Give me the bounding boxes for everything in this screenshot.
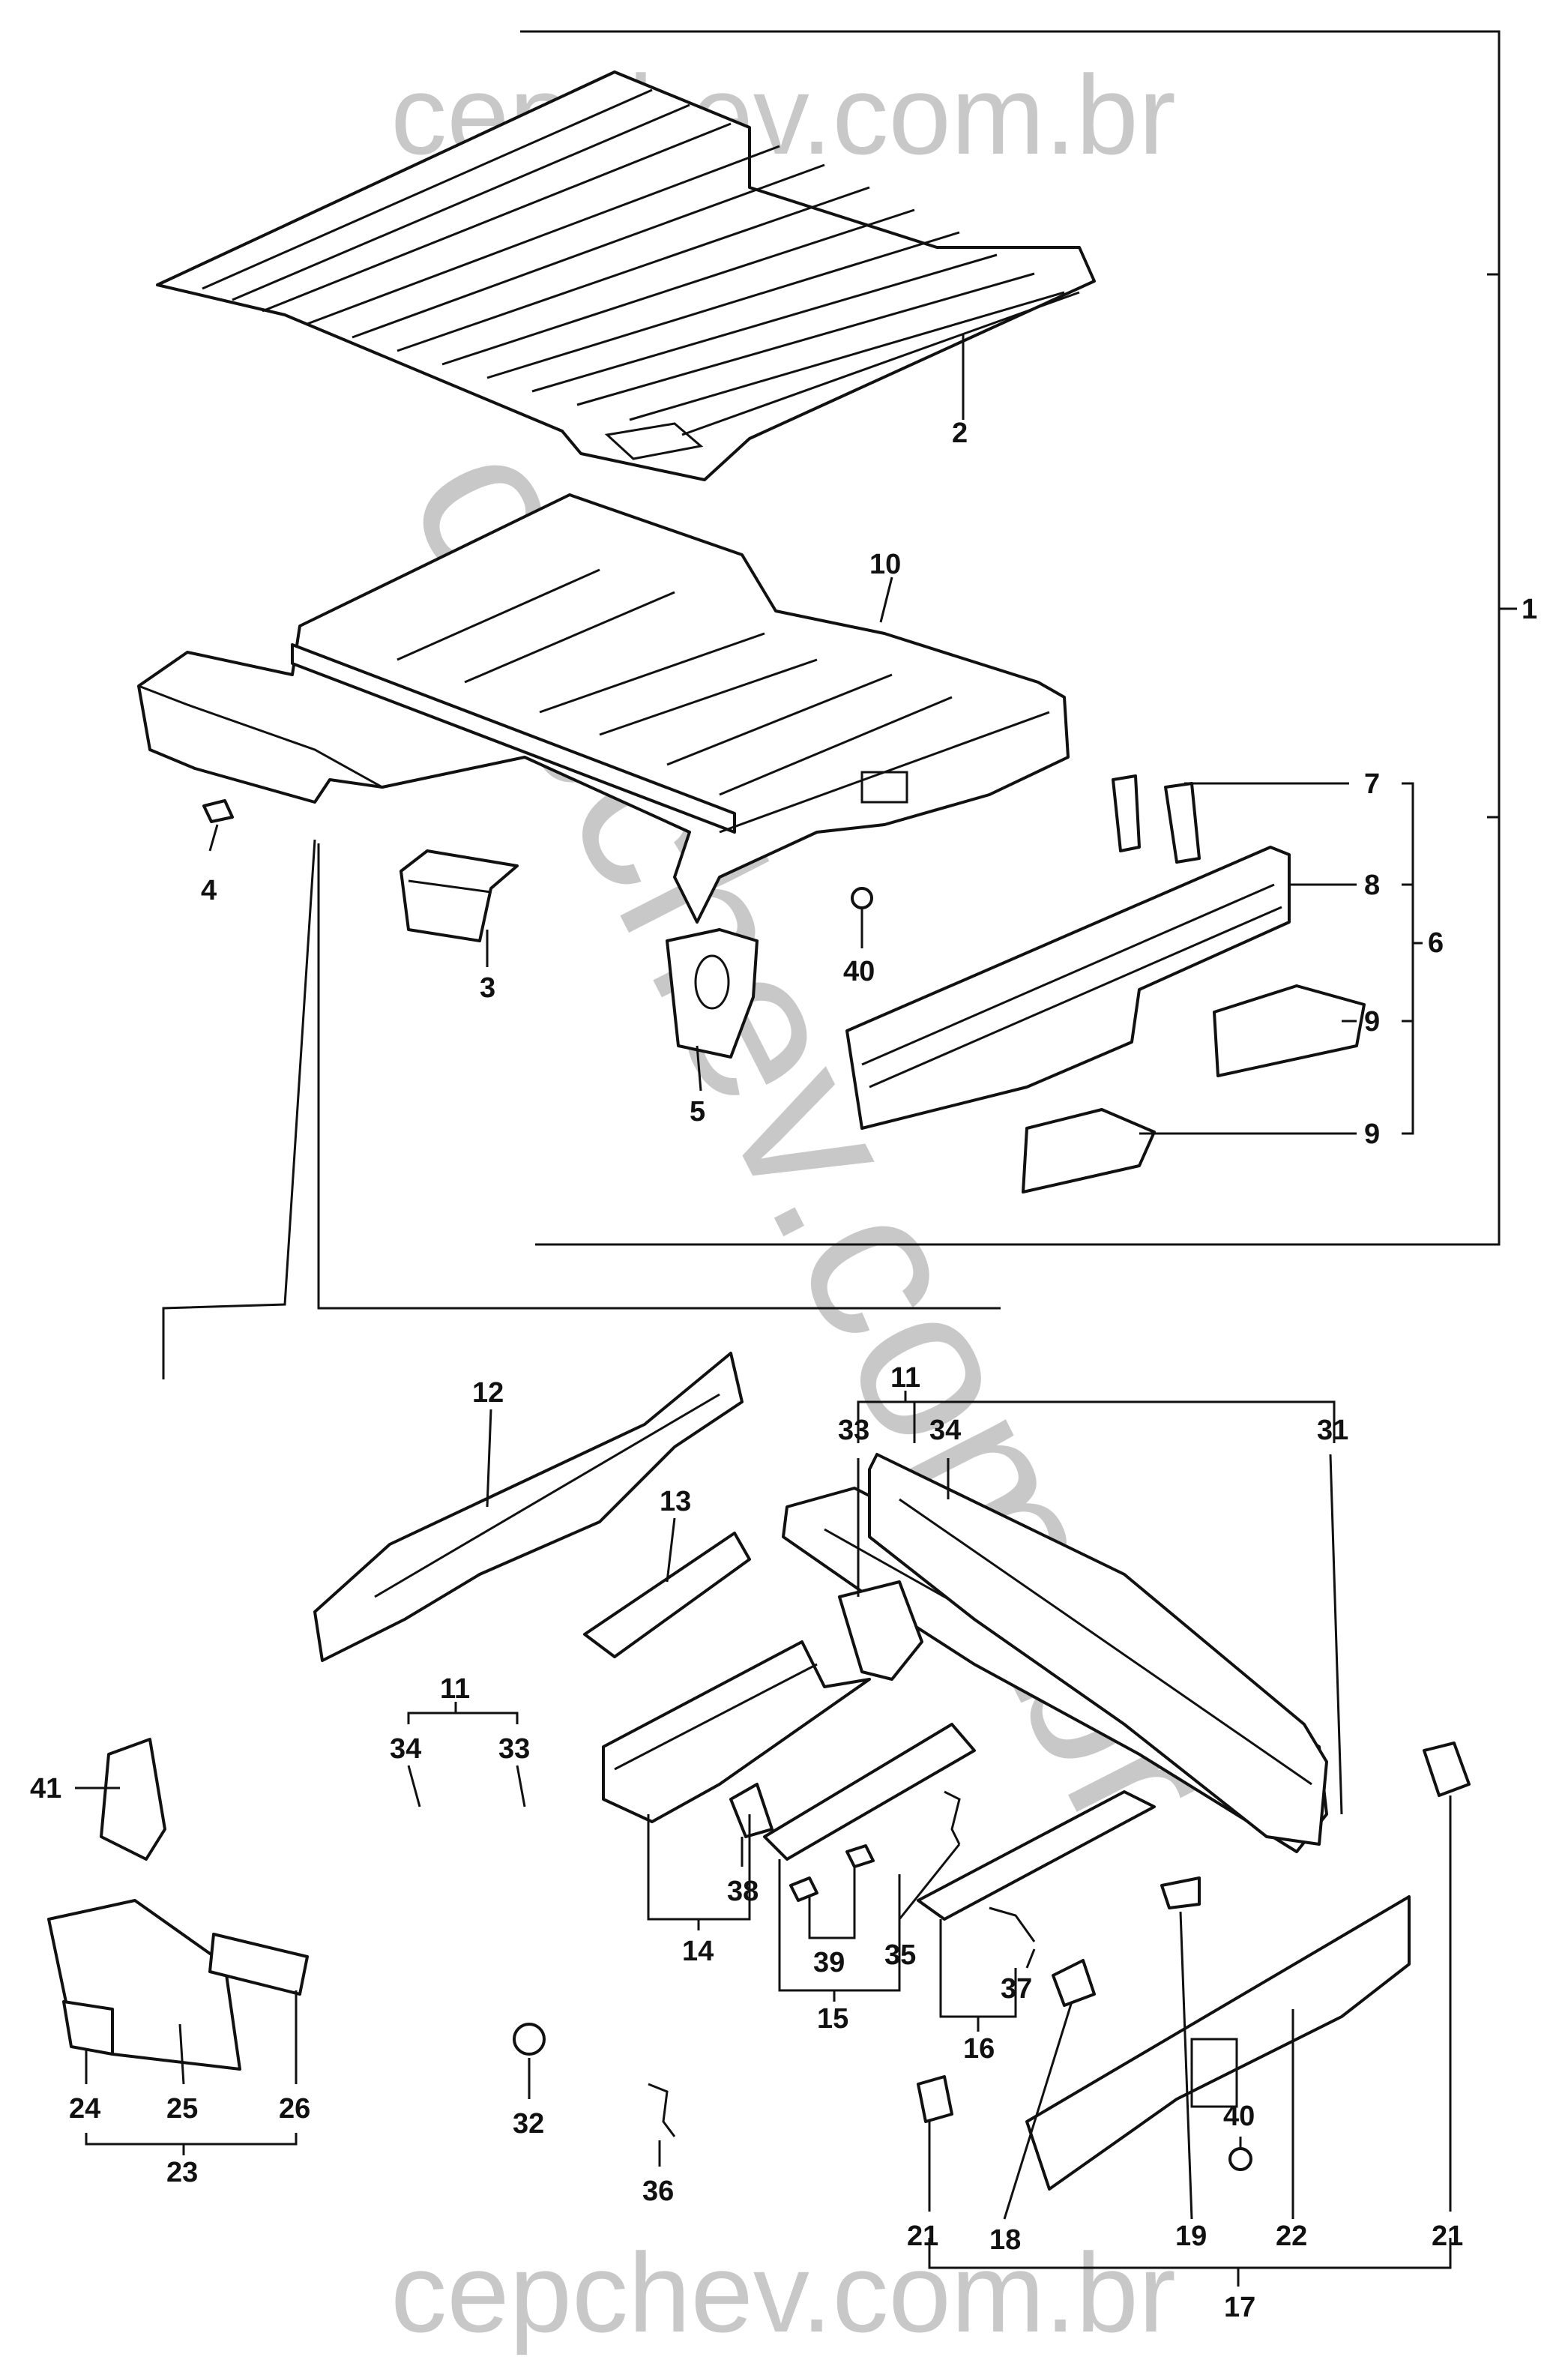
callout-33a: 33	[838, 1415, 869, 1446]
callout-10: 10	[869, 549, 901, 580]
part-15-rail	[763, 1723, 976, 1861]
bracket-11b	[407, 1712, 519, 1724]
callout-31: 31	[1317, 1415, 1348, 1446]
callout-24: 24	[69, 2093, 100, 2125]
part-19-clip	[1160, 1876, 1201, 1909]
callout-34b: 34	[390, 1733, 421, 1765]
part-5-bracket	[666, 928, 759, 1059]
part-3-box	[399, 849, 519, 942]
callout-25: 25	[166, 2093, 198, 2125]
callout-11b: 11	[440, 1673, 470, 1705]
callout-6: 6	[1428, 927, 1444, 959]
leader-18	[1003, 2001, 1073, 2220]
part-22-side-panel	[1025, 1895, 1411, 2191]
callout-34a: 34	[929, 1415, 961, 1446]
part-21-clip-right	[1423, 1742, 1471, 1797]
callout-11a: 11	[890, 1362, 920, 1394]
part-39-clip-b	[845, 1844, 875, 1868]
callout-9b: 9	[1364, 1119, 1380, 1150]
part-31-right-rail	[868, 1453, 1328, 1846]
part-7-bracket-a	[1112, 774, 1141, 852]
callout-40b: 40	[1223, 2101, 1255, 2132]
leader-35	[898, 1843, 961, 1920]
callout-38: 38	[727, 1876, 759, 1907]
bracket-39	[808, 1867, 856, 1939]
part-40-fastener-lower	[1228, 2147, 1252, 2171]
callout-14: 14	[682, 1936, 714, 1967]
callout-22: 22	[1276, 2221, 1307, 2252]
callout-16: 16	[963, 2033, 995, 2065]
leader-25	[178, 2023, 185, 2085]
callout-39: 39	[813, 1947, 845, 1978]
bracket-23	[85, 2133, 298, 2146]
bracket-15	[778, 1859, 901, 1992]
part-41-bracket	[100, 1738, 166, 1861]
connector-lower-right	[317, 843, 1001, 1310]
callout-41: 41	[30, 1773, 61, 1804]
callout-5: 5	[690, 1096, 705, 1128]
leader-5	[696, 1045, 702, 1092]
bracket-6	[1402, 782, 1414, 1135]
callout-1: 1	[1522, 594, 1537, 625]
callout-15: 15	[817, 2003, 848, 2035]
part-36-wire	[648, 2083, 676, 2137]
leader-13	[666, 1517, 676, 1583]
part-13-reinforcement	[583, 1532, 751, 1658]
callout-17: 17	[1224, 2292, 1255, 2323]
part-16-rail	[917, 1790, 1156, 1921]
leader-31	[1329, 1454, 1343, 1815]
callout-13: 13	[660, 1486, 691, 1517]
callout-26: 26	[279, 2093, 310, 2125]
callout-3: 3	[480, 972, 495, 1004]
callout-36: 36	[642, 2176, 674, 2207]
leader-10	[879, 577, 893, 623]
part-32-washer	[513, 2023, 546, 2056]
callout-23: 23	[166, 2157, 198, 2188]
part-35-wire	[944, 1790, 961, 1845]
part-39-clip-a	[789, 1876, 818, 1902]
callout-19: 19	[1175, 2221, 1207, 2252]
callout-9a: 9	[1364, 1006, 1380, 1038]
part-38-bracket	[729, 1783, 774, 1838]
part-8-crossmember	[845, 846, 1291, 1130]
callout-37: 37	[1001, 1973, 1032, 2005]
bracket-assembly-1	[520, 30, 1501, 1246]
bed-frame-assembly	[137, 493, 1070, 924]
part-37-strap	[989, 1906, 1036, 1942]
part-21-clip-left	[917, 2075, 953, 2123]
leader-4	[208, 824, 219, 852]
callout-12: 12	[472, 1377, 504, 1409]
leader-12	[486, 1409, 492, 1508]
bracket-11a	[857, 1400, 1336, 1443]
part-12-rail	[313, 1352, 744, 1662]
callout-18: 18	[989, 2224, 1021, 2256]
part-18-bracket	[1052, 1959, 1096, 2007]
callout-21b: 21	[1432, 2221, 1463, 2252]
callout-7: 7	[1364, 768, 1380, 800]
part-14-panel	[602, 1640, 871, 1823]
part-4-clip	[202, 799, 234, 823]
watermark-bottom: cepchev.com.br	[391, 2230, 1176, 2356]
leader-37	[1025, 1948, 1036, 1969]
bracket-17	[928, 2238, 1452, 2269]
callout-4: 4	[201, 875, 217, 906]
connector-lower-left	[162, 839, 316, 1379]
callout-35: 35	[884, 1939, 916, 1971]
bed-floor-panel	[156, 70, 1096, 481]
part-23-assembly	[47, 1899, 309, 2071]
part-7-bracket-b	[1164, 782, 1201, 864]
leader-19	[1179, 1911, 1193, 2220]
callout-2: 2	[952, 418, 968, 449]
part-33-bracket-upper	[838, 1580, 923, 1681]
part-9-plate-a	[1213, 984, 1366, 1077]
callout-8: 8	[1364, 870, 1380, 901]
part-40-fastener-upper	[851, 887, 873, 909]
callout-21a: 21	[907, 2221, 938, 2252]
callout-32: 32	[513, 2108, 544, 2140]
part-9-plate-b	[1022, 1108, 1156, 1193]
callout-40a: 40	[843, 956, 875, 987]
callout-33b: 33	[498, 1733, 530, 1765]
